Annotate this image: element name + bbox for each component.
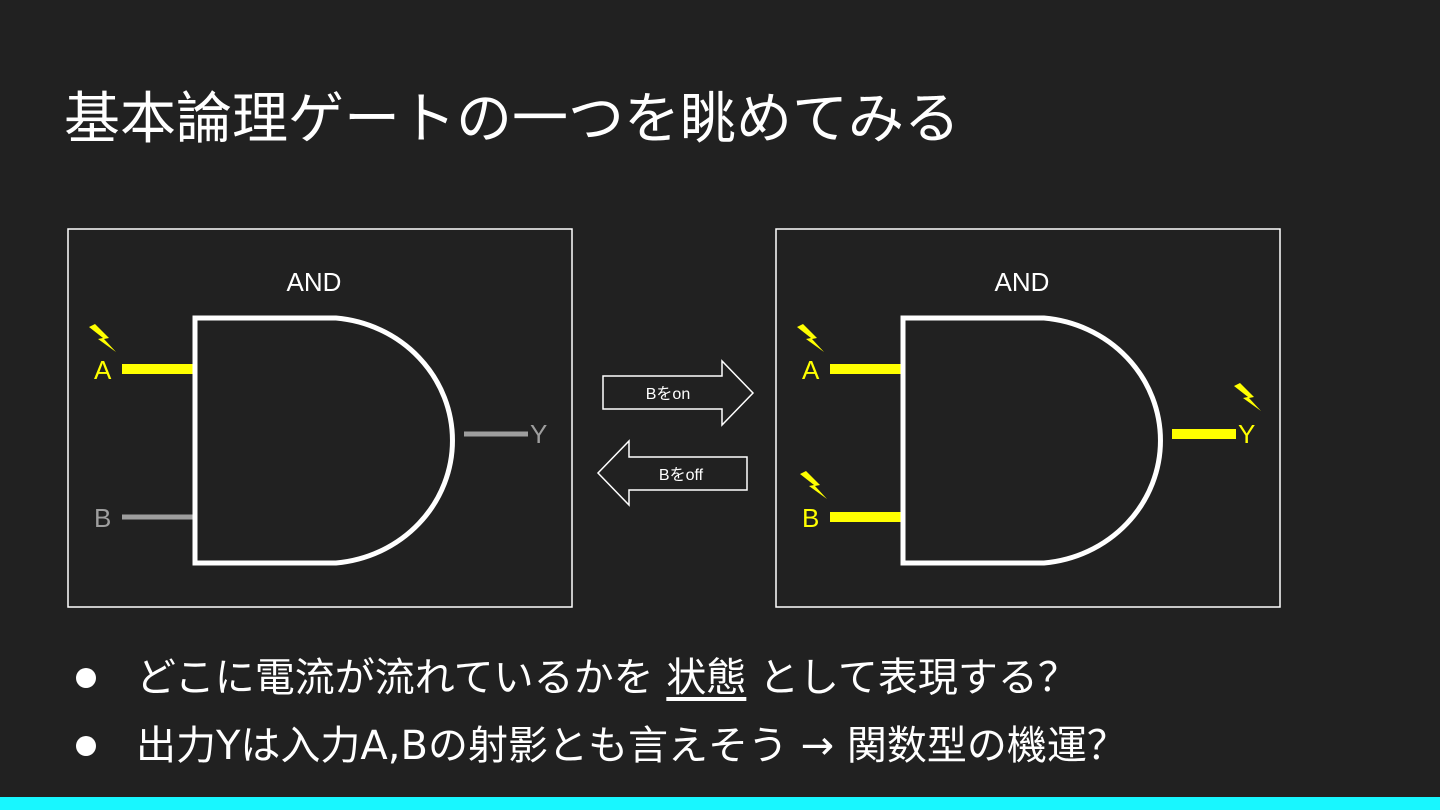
arrow-b-on: Bをon — [602, 359, 755, 427]
arrow-b-off: Bをoff — [596, 439, 748, 507]
bullet-item: 出力Yは入力A,Bの射影とも言えそう → 関数型の機運？ — [70, 716, 1127, 784]
accent-bar — [0, 797, 1440, 810]
lightning-bolt-icon — [797, 324, 824, 352]
lightning-bolt-icon — [1234, 383, 1261, 411]
right-input-b-label: B — [802, 503, 819, 533]
right-input-a-label: A — [802, 355, 820, 385]
lightning-bolt-icon — [89, 324, 116, 352]
left-panel-frame — [67, 228, 573, 608]
arrow-b-on-label: Bをon — [646, 385, 690, 403]
lightning-bolt-icon — [800, 471, 827, 499]
left-panel: AND A B Y — [67, 228, 573, 608]
right-panel: AND A B Y — [775, 228, 1281, 608]
arrow-b-off-label: Bをoff — [659, 466, 704, 484]
right-panel-frame — [775, 228, 1281, 608]
slide-title: 基本論理ゲートの一つを眺めてみる — [64, 87, 960, 152]
bullet-item: どこに電流が流れているかを 状態 として表現する？ — [70, 648, 1127, 716]
right-gate-label: AND — [995, 267, 1050, 297]
left-gate-label: AND — [287, 267, 342, 297]
left-and-gate-body — [192, 315, 455, 566]
left-input-b-label: B — [94, 503, 111, 533]
emphasis-text: 状態 — [666, 655, 747, 701]
bullet-list: どこに電流が流れているかを 状態 として表現する？ 出力Yは入力A,Bの射影とも… — [70, 648, 1127, 784]
left-output-y-label: Y — [530, 419, 547, 449]
right-and-gate-body — [900, 315, 1163, 566]
left-input-a-label: A — [94, 355, 112, 385]
right-output-y-label: Y — [1238, 419, 1255, 449]
